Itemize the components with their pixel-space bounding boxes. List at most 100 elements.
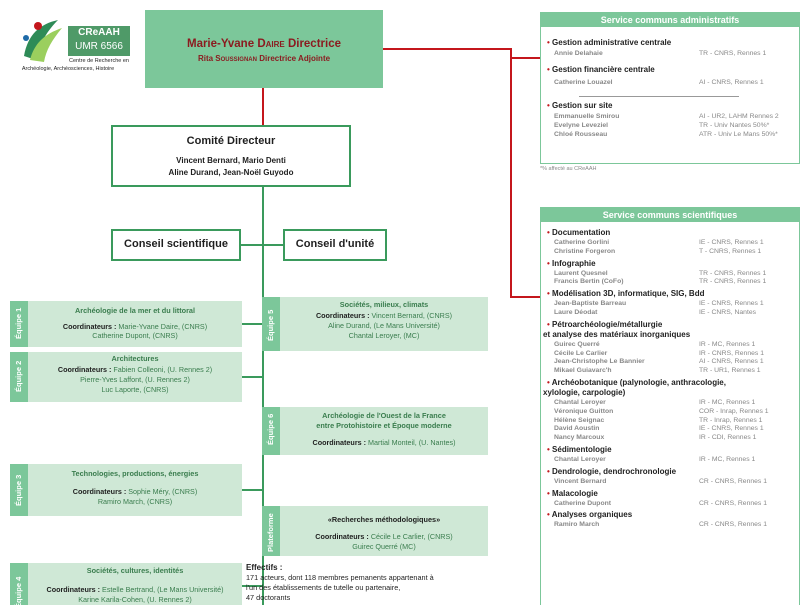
connector-direction-comite <box>262 88 264 125</box>
sci-person-affiliation: IE - CNRS, Rennes 1 <box>699 300 764 308</box>
team-3-title: Technologies, productions, énergies <box>71 469 199 478</box>
effectifs-line2: l'un des établissements de tutelle ou pa… <box>246 583 401 592</box>
sci-section-label-cont: et analyse des matériaux inorganiques <box>543 329 691 339</box>
sci-person-name: Catherine Gorlini <box>554 239 610 246</box>
logo-umr: UMR 6566 <box>75 41 123 52</box>
plateforme-title: «Recherches méthodologiques» <box>327 515 441 524</box>
effectifs-line3: 47 doctorants <box>246 593 291 602</box>
admin-person-affiliation: AI - CNRS, Rennes 1 <box>699 79 764 86</box>
team-4-box: Équipe 4 Sociétés, cultures, identités C… <box>10 563 242 608</box>
sci-person-name: Guirec Querré <box>554 340 600 348</box>
sci-person-affiliation: TR - CNRS, Rennes 1 <box>699 278 767 286</box>
sci-section-label: Archéobotanique (palynologie, anthracolo… <box>551 378 726 387</box>
admin-person-name: Catherine Louazel <box>554 79 613 86</box>
conseil-scientifique-box: Conseil scientifique <box>111 229 241 261</box>
plateforme-coord1: Coordinateurs : Cécile Le Carlier, (CNRS… <box>280 532 488 541</box>
admin-divider <box>579 96 739 97</box>
team-1-box: Équipe 1 Archéologie de la mer et du lit… <box>10 301 242 347</box>
sci-person-affiliation: COR - Inrap, Rennes 1 <box>699 407 769 415</box>
bullet-icon: • <box>547 488 553 498</box>
admin-section-1-label: Gestion financière centrale <box>552 65 655 74</box>
director-first-name: Marie-Yvane <box>186 38 255 50</box>
team-5-coord2: Aline Durand, (Le Mans Université) <box>328 321 440 330</box>
team-2-coord1: Coordinateurs : Fabien Colleoni, (U. Ren… <box>28 365 242 374</box>
team-3-connector <box>242 489 262 491</box>
sci-section-label: Documentation <box>552 228 611 237</box>
sci-person-affiliation: IE - CNRS, Rennes 1 <box>699 425 764 433</box>
sci-person-affiliation: IR - CDI, Rennes 1 <box>699 434 757 442</box>
team-2-coord-label: Coordinateurs : <box>57 365 112 374</box>
sci-person-name: Catherine Dupont <box>554 499 612 507</box>
admin-section-2-label: Gestion sur site <box>552 101 613 110</box>
logo: CReAAH UMR 6566 Centre de Recherche en A… <box>6 14 132 94</box>
admin-person-name: Emmanuelle Smirou <box>554 113 620 120</box>
team-1-coord-label: Coordinateurs : <box>62 322 117 331</box>
director-line: Marie-Yvane Daire Directrice <box>145 38 383 50</box>
bullet-icon: • <box>547 445 553 454</box>
sci-section-title: • Documentation <box>547 228 610 238</box>
sci-person-name: Laurent Quesnel <box>554 269 608 277</box>
connector-vertical-services <box>510 48 512 298</box>
sci-person-name: Chantal Leroyer <box>554 456 606 463</box>
team-4-coord1: Coordinateurs : Estelle Bertrand, (Le Ma… <box>28 585 242 594</box>
sci-person-name: Vincent Bernard <box>554 477 607 485</box>
sci-section-title: • Infographie <box>547 259 596 269</box>
effectifs-line1: 171 acteurs, dont 118 membres pemanents … <box>246 573 434 582</box>
director-last-name: Daire <box>257 38 285 50</box>
admin-person-name: Annie Delahaie <box>554 50 603 57</box>
team-2-coordinator: Fabien Colleoni, (U. Rennes 2) <box>113 365 213 374</box>
sci-section-title: • Modélisation 3D, informatique, SIG, Bd… <box>547 289 704 299</box>
comite-line2: Aline Durand, Jean-Noël Guyodo <box>168 168 294 177</box>
sci-person-name: Chantal Leroyer <box>554 399 606 406</box>
sci-section-title: • Analyses organiques <box>547 510 632 520</box>
sci-section-label: Sédimentologie <box>552 445 612 454</box>
sci-person-affiliation: IR - CNRS, Rennes 1 <box>699 349 764 357</box>
deputy-first-name: Rita <box>197 54 214 63</box>
team-5-coord-label: Coordinateurs : <box>315 311 370 320</box>
team-5-coord3: Chantal Leroyer, (MC) <box>348 331 420 340</box>
team-2-coord2: Pierre-Yves Laffont, (U. Rennes 2) <box>80 375 190 384</box>
sci-person-affiliation: IE - CNRS, Rennes 1 <box>699 239 764 246</box>
sci-person-name: Laure Déodat <box>554 309 598 316</box>
plateforme-coordinator: Cécile Le Carlier, (CNRS) <box>370 532 453 541</box>
connector-comite-conseils <box>262 187 264 605</box>
team-3-coord1: Coordinateurs : Sophie Méry, (CNRS) <box>28 487 242 496</box>
admin-section-2: • Gestion sur site Emmanuelle Smirou AI … <box>547 101 797 138</box>
sci-person-name: Véronique Guitton <box>554 407 614 415</box>
sci-person-name: Francis Bertin (CoFo) <box>554 278 624 286</box>
sci-person-affiliation: AI - CNRS, Rennes 1 <box>699 358 764 366</box>
connector-conseils <box>241 244 283 246</box>
sci-person-affiliation: CR - CNRS, Rennes 1 <box>699 477 767 485</box>
bullet-icon: • <box>547 466 553 476</box>
sci-person-affiliation: IR - MC, Rennes 1 <box>699 340 756 348</box>
director-role: Directrice <box>287 38 341 50</box>
team-5-coordinator: Vincent Bernard, (CNRS) <box>371 311 453 320</box>
bullet-icon: • <box>547 289 553 299</box>
team-6-label: Équipe 6 <box>266 413 275 445</box>
plateforme-coord-label: Coordinateurs : <box>315 532 369 541</box>
team-3-box: Équipe 3 Technologies, productions, éner… <box>10 464 242 516</box>
sci-section-label: Pétroarchéologie/métallurgie <box>552 319 663 329</box>
sci-section-title: • Malacologie <box>547 489 598 499</box>
sci-person-affiliation: IE - CNRS, Nantes <box>699 309 757 316</box>
admin-services-panel: Service communs administratifs • Gestion… <box>540 12 800 164</box>
logo-line1: Centre de Recherche en <box>69 58 129 64</box>
team-6-box: Équipe 6 Archéologie de l'Ouest de la Fr… <box>262 407 488 455</box>
sci-person-affiliation: TR - UR1, Rennes 1 <box>699 367 761 375</box>
team-4-title: Sociétés, cultures, identités <box>86 566 184 575</box>
sci-services-title: Service communs scientifiques <box>541 208 799 222</box>
team-5-box: Équipe 5 Sociétés, milieux, climats Coor… <box>262 297 488 351</box>
sci-section-label-cont: xylologie, carpologie) <box>543 388 626 397</box>
logo-name: CReAAH <box>78 27 120 38</box>
team-1-connector <box>242 323 262 325</box>
admin-person-affiliation: TR - CNRS, Rennes 1 <box>699 50 767 57</box>
admin-section-1: • Gestion financière centrale Catherine … <box>547 65 797 86</box>
sci-person-name: Hélène Seignac <box>554 416 605 424</box>
sci-section-label: Dendrologie, dendrochronologie <box>552 466 677 476</box>
effectifs: Effectifs : 171 acteurs, dont 118 membre… <box>246 563 508 603</box>
team-5-label: Équipe 5 <box>266 309 275 341</box>
sci-section-title: • Archéobotanique (palynologie, anthraco… <box>547 378 726 388</box>
admin-person-name: Evelyne Leveziel <box>554 122 609 129</box>
sci-services-panel: Service communs scientifiques • Document… <box>540 207 800 605</box>
team-4-coord2: Karine Karila-Cohen, (U. Rennes 2) <box>78 595 192 604</box>
